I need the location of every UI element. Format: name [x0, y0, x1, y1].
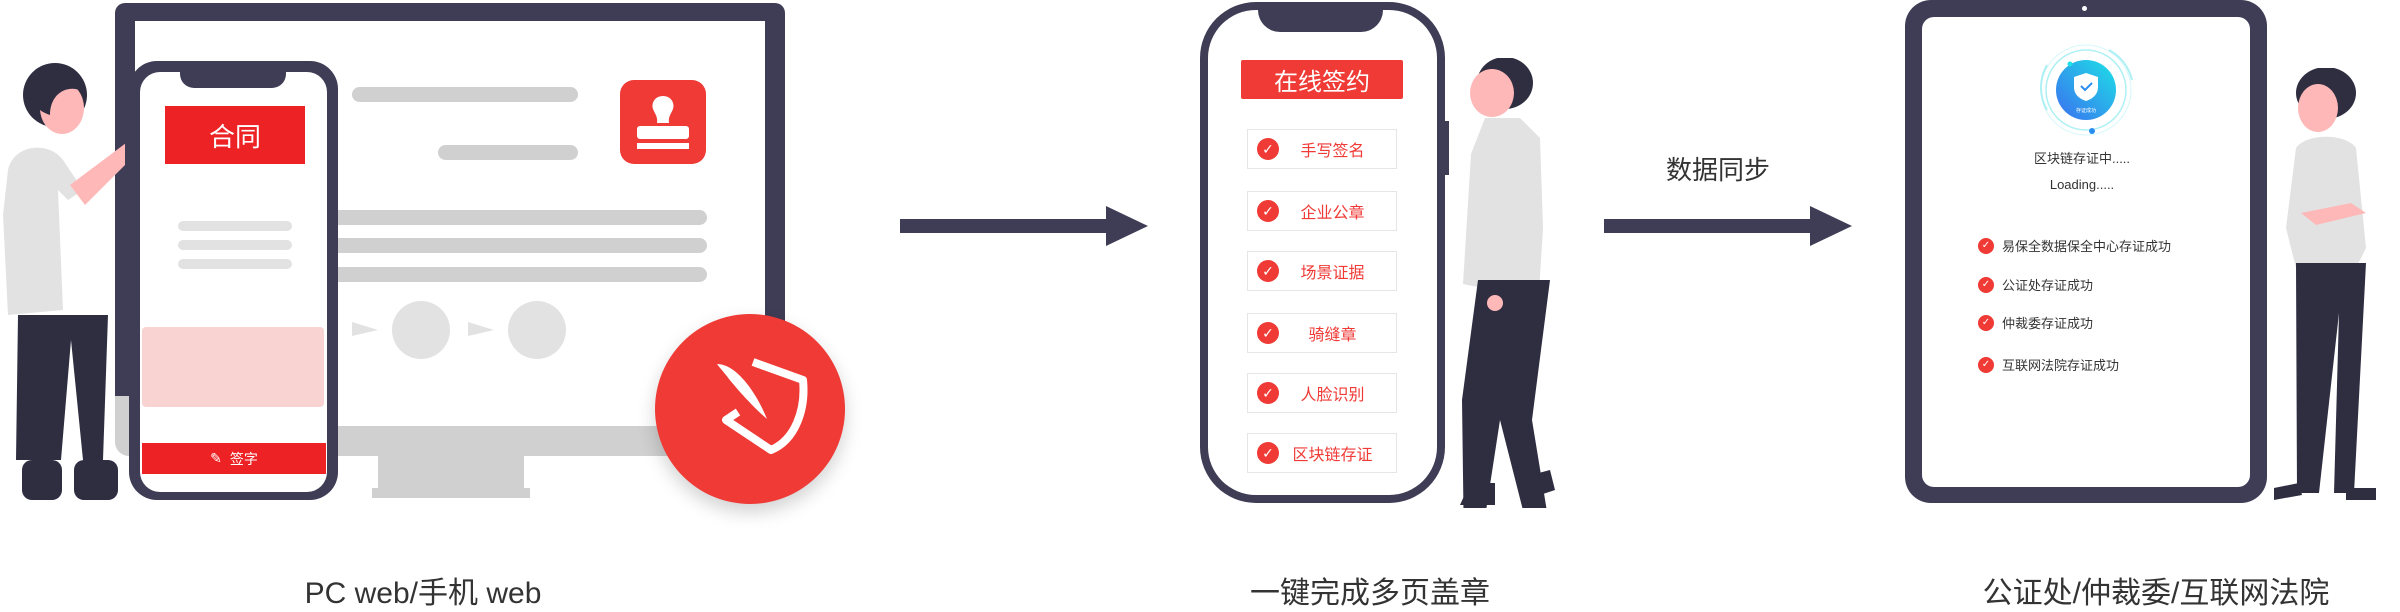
person-illustration: [2274, 68, 2376, 500]
check-icon: ✓: [1978, 356, 1994, 373]
evidence-item: ✓公证处存证成功: [1978, 275, 2093, 294]
caption-multi-page-seal: 一键完成多页盖章: [1250, 577, 1490, 610]
arrow-head-icon: [1106, 206, 1148, 246]
loading-text: Loading.....: [2049, 177, 2115, 192]
sign-button[interactable]: ✎ 签字: [142, 443, 326, 474]
online-signing-header: 在线签约: [1241, 60, 1403, 99]
placeholder-line: [320, 210, 707, 225]
flow-arrow: [900, 219, 1110, 233]
check-icon: ✓: [1257, 382, 1279, 404]
feature-item: ✓骑缝章: [1247, 313, 1397, 353]
flow-arrow-icon: [352, 322, 378, 336]
placeholder-line: [178, 240, 292, 250]
check-icon: ✓: [1978, 276, 1994, 293]
phone-notch: [180, 66, 286, 88]
phone-side-button: [1444, 121, 1449, 175]
quill-icon: ✎: [210, 450, 222, 466]
placeholder-line: [320, 267, 707, 282]
sign-button-label: 签字: [229, 450, 258, 467]
caption-pc-web: PC web/手机 web: [304, 577, 542, 610]
data-sync-label: 数据同步: [1666, 155, 1771, 185]
placeholder-line: [438, 145, 578, 160]
shield-success-icon: 存证成功: [2040, 44, 2133, 136]
flow-arrow: [1604, 219, 1814, 233]
check-icon: ✓: [1978, 314, 1994, 331]
check-icon: ✓: [1257, 138, 1279, 160]
flow-arrow-icon: [468, 322, 494, 336]
placeholder-line: [178, 259, 292, 269]
evidence-item: ✓互联网法院存证成功: [1978, 355, 2119, 374]
feature-item: ✓手写签名: [1247, 129, 1397, 169]
check-icon: ✓: [1257, 442, 1279, 464]
feature-item: ✓企业公章: [1247, 191, 1397, 231]
stamp-icon: [620, 80, 706, 164]
feature-item: ✓场景证据: [1247, 251, 1397, 291]
feature-item: ✓人脸识别: [1247, 373, 1397, 413]
feature-item: ✓区块链存证: [1247, 433, 1397, 473]
phone-notch: [1258, 2, 1383, 32]
e-sign-logo-icon: [655, 314, 845, 504]
monitor-stand: [378, 456, 524, 490]
check-icon: ✓: [1257, 260, 1279, 282]
placeholder-line: [352, 87, 578, 102]
flow-node: [508, 301, 566, 359]
check-icon: ✓: [1257, 322, 1279, 344]
evidence-item: ✓仲裁委存证成功: [1978, 313, 2093, 332]
flow-placeholder: [352, 301, 566, 359]
check-icon: ✓: [1978, 237, 1994, 254]
svg-text:存证成功: 存证成功: [2076, 107, 2096, 114]
flow-node: [392, 301, 450, 359]
evidence-item: ✓易保全数据保全中心存证成功: [1978, 236, 2171, 255]
status-text: 区块链存证中.....: [2033, 151, 2131, 166]
person-illustration: [1460, 58, 1555, 508]
placeholder-line: [320, 238, 707, 253]
check-icon: ✓: [1257, 200, 1279, 222]
placeholder-line: [178, 221, 292, 231]
signature-area: [142, 327, 324, 407]
tablet-camera: [2082, 6, 2087, 11]
monitor-base: [372, 488, 530, 498]
arrow-head-icon: [1810, 206, 1852, 246]
person-illustration: [3, 63, 125, 500]
contract-title: 合同: [165, 106, 305, 164]
caption-evidence-institutions: 公证处/仲裁委/互联网法院: [1982, 577, 2330, 610]
